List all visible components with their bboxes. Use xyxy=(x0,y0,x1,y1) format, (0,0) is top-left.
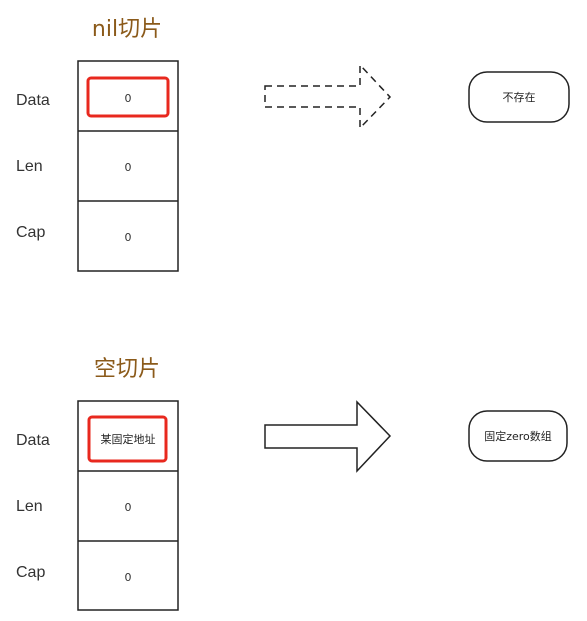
empty-target-text: 固定zero数组 xyxy=(484,429,552,443)
nil-cap-value: 0 xyxy=(125,231,132,244)
nil-len-label: Len xyxy=(16,158,43,175)
nil-data-highlight xyxy=(86,76,170,118)
nil-cap-label: Cap xyxy=(16,224,45,241)
empty-len-value: 0 xyxy=(125,501,132,514)
empty-data-highlight xyxy=(87,415,168,463)
empty-cap-value: 0 xyxy=(125,571,132,584)
empty-len-label: Len xyxy=(16,498,43,515)
nil-data-label: Data xyxy=(16,92,50,109)
nil-data-value: 0 xyxy=(125,92,132,105)
empty-solid-arrow xyxy=(264,400,392,473)
empty-slice-title: 空切片 xyxy=(94,357,160,382)
nil-len-value: 0 xyxy=(125,161,132,174)
empty-target-box xyxy=(468,410,568,462)
nil-dashed-arrow xyxy=(264,63,392,130)
nil-slice-struct xyxy=(77,60,179,272)
nil-slice-title: nil切片 xyxy=(92,17,162,42)
empty-slice-struct xyxy=(77,400,179,611)
nil-target-box xyxy=(468,71,570,123)
nil-target-text: 不存在 xyxy=(503,90,536,104)
empty-data-value: 某固定地址 xyxy=(101,432,156,446)
empty-cap-label: Cap xyxy=(16,564,45,581)
empty-data-label: Data xyxy=(16,432,50,449)
